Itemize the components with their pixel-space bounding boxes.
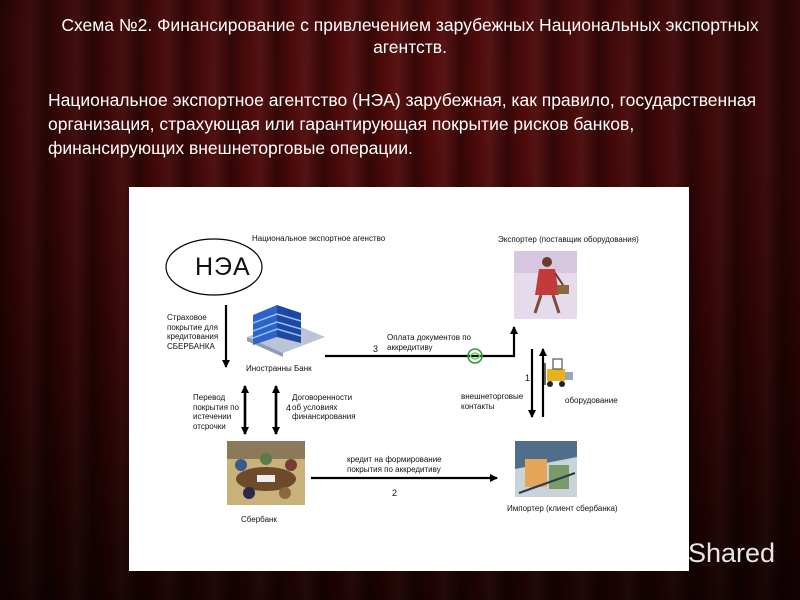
exporter-label: Экспортер (поставщик оборудования) bbox=[498, 235, 639, 244]
arrow-payment bbox=[325, 326, 518, 358]
trade-contacts-label: внешнеторговые контакты bbox=[461, 392, 524, 411]
step-number-4: 4 bbox=[286, 403, 292, 413]
exporter-image bbox=[514, 251, 577, 319]
slide-title: Схема №2. Финансирование с привлечением … bbox=[61, 15, 759, 57]
sberbank-label: Сбербанк bbox=[241, 515, 277, 524]
foreign-bank-building-icon bbox=[247, 305, 325, 357]
nea-abbreviation: НЭА bbox=[195, 253, 251, 281]
step-number-1: 1 bbox=[525, 373, 531, 383]
diagram-graphics bbox=[165, 238, 577, 505]
credit-label: кредит на формирование покрытия по аккре… bbox=[347, 455, 442, 474]
foreign-bank-label: Иностранны Банк bbox=[246, 364, 312, 373]
step-number-2: 2 bbox=[392, 488, 398, 498]
importer-image bbox=[515, 441, 577, 497]
step-number-3: 3 bbox=[373, 344, 379, 354]
watermark-text: Shared bbox=[688, 538, 776, 568]
slideshare-icon bbox=[608, 539, 636, 570]
nea-label: Национальное экспортное агенство bbox=[252, 234, 386, 243]
nea-ellipse bbox=[165, 238, 263, 296]
money-swirl-icon bbox=[467, 348, 483, 364]
diagram-panel: НЭА Национальное экспортное агенство Экс… bbox=[129, 187, 689, 571]
importer-label: Импортер (клиент сбербанка) bbox=[507, 504, 618, 513]
sberbank-meeting-image bbox=[227, 441, 305, 505]
equipment-label: оборудование bbox=[565, 396, 618, 405]
forklift-icon bbox=[544, 358, 573, 387]
agreements-label: Договоренности об условиях финансировани… bbox=[292, 393, 356, 421]
slide-description: Национальное экспортное агентство (НЭА) … bbox=[48, 90, 757, 158]
transfer-label: Перевод покрытия по истечении отсрочки bbox=[193, 393, 239, 431]
payment-label: Оплата документов по аккредитиву bbox=[387, 333, 472, 352]
insurance-label: Страховое покрытие для кредитования СБЕР… bbox=[167, 313, 219, 351]
